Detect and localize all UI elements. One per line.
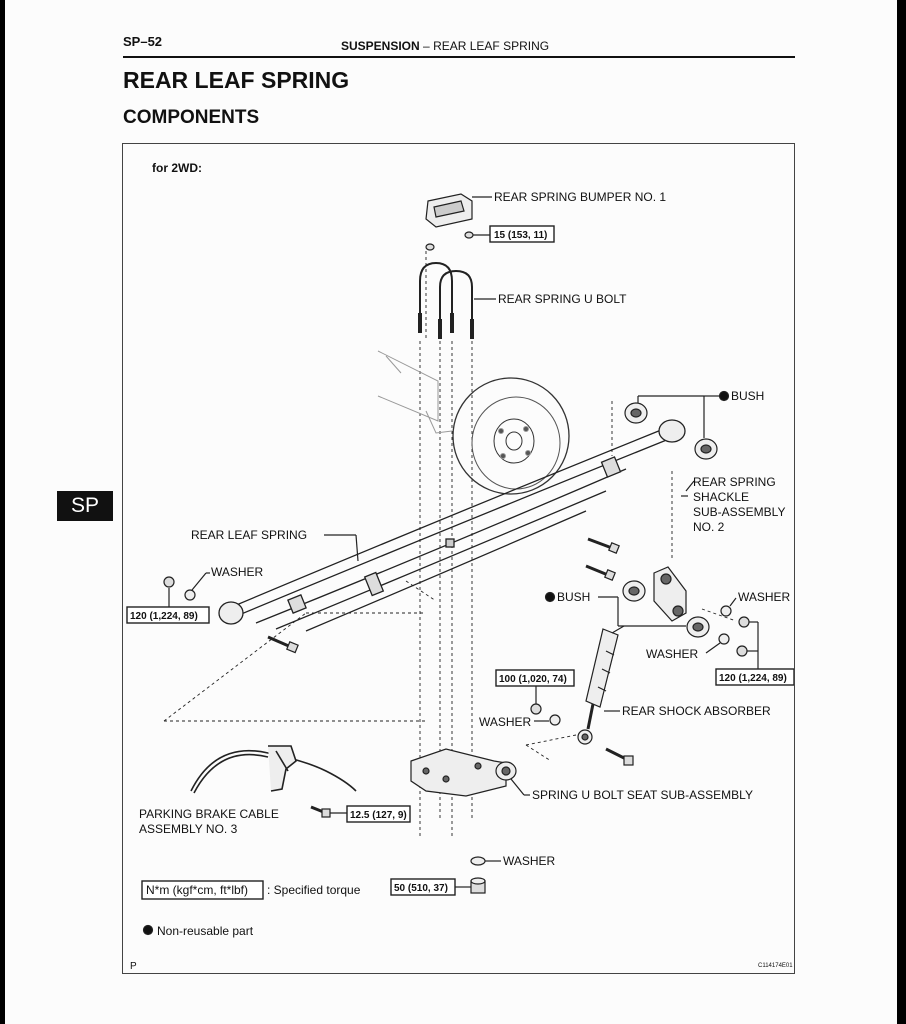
page-subtitle: COMPONENTS	[123, 107, 260, 128]
section-header: SUSPENSION – REAR LEAF SPRING	[341, 39, 549, 53]
legend-torque-text: : Specified torque	[267, 883, 361, 897]
axle-drum	[377, 350, 570, 495]
label-leaf-spring: REAR LEAF SPRING	[191, 528, 307, 542]
section-name: SUSPENSION	[341, 39, 420, 53]
spring-seat-part	[410, 748, 517, 797]
label-cable-1: PARKING BRAKE CABLE	[139, 807, 279, 821]
nonreusable-dot-bush-mid	[544, 591, 556, 603]
legend-torque-unit: N*m (kgf*cm, ft*lbf)	[146, 883, 248, 897]
label-shackle-1: REAR SPRING	[693, 475, 776, 489]
assembly-guides	[163, 251, 737, 836]
shackle-nut-top	[738, 616, 750, 628]
label-washer-center: WASHER	[479, 715, 532, 729]
label-cable-2: ASSEMBLY NO. 3	[139, 822, 238, 836]
torque-shock-top: 100 (1,020, 74)	[499, 674, 567, 685]
shackle-bolts	[585, 537, 613, 577]
torque-box-front	[126, 606, 210, 624]
washer-left-part	[184, 589, 196, 601]
figure-code: C114174E01	[758, 963, 793, 969]
section-tab: SP	[57, 491, 113, 521]
torque-cable: 12.5 (127, 9)	[350, 810, 407, 821]
torque-box-shock-top	[495, 669, 575, 687]
washer-bottom-part	[470, 856, 486, 866]
header-rule	[123, 56, 795, 58]
page-title: REAR LEAF SPRING	[123, 67, 350, 93]
torque-box-bumper	[489, 225, 555, 243]
label-washer-right-low: WASHER	[646, 647, 699, 661]
washer-right-top-part	[720, 605, 732, 617]
label-bush-mid: BUSH	[557, 590, 590, 604]
manual-page: SP–52 SUSPENSION – REAR LEAF SPRING REAR…	[5, 0, 897, 1024]
label-bumper: REAR SPRING BUMPER NO. 1	[494, 190, 666, 204]
components-diagram: for 2WD: REAR SPRING BUMPER NO. 1 15 (15…	[126, 161, 795, 972]
torque-box-cable	[346, 805, 411, 823]
shackle-part	[622, 566, 710, 638]
label-shackle-3: SUB-ASSEMBLY	[693, 505, 785, 519]
label-shock: REAR SHOCK ABSORBER	[622, 704, 771, 718]
section-separator: –	[423, 39, 430, 53]
bush-top-part	[624, 402, 718, 460]
shock-lower-bolt	[605, 747, 634, 766]
label-shackle-4: NO. 2	[693, 520, 725, 534]
torque-bottom: 50 (510, 37)	[394, 883, 448, 894]
torque-bumper: 15 (153, 11)	[494, 230, 547, 241]
label-shackle-2: SHACKLE	[693, 490, 749, 504]
washer-center-part	[549, 714, 561, 726]
footer-left: P	[130, 961, 137, 972]
leaf-spring-part	[218, 419, 686, 632]
subsection-name: REAR LEAF SPRING	[433, 39, 550, 53]
variant-label: for 2WD:	[152, 161, 202, 175]
label-washer-bottom: WASHER	[503, 854, 556, 868]
legend-torque-box	[141, 880, 264, 900]
label-washer-right-top: WASHER	[738, 590, 791, 604]
front-bolt	[267, 635, 299, 654]
legend-nonreusable-text: Non-reusable part	[157, 924, 254, 938]
torque-shackle: 120 (1,224, 89)	[719, 673, 787, 684]
label-washer-left: WASHER	[211, 565, 264, 579]
torque-front: 120 (1,224, 89)	[130, 611, 198, 622]
parking-brake-cable-part	[190, 745, 357, 794]
shackle-nut-low	[736, 645, 748, 657]
shock-absorber-part	[577, 625, 625, 745]
cable-bolt	[310, 805, 331, 818]
page-code: SP–52	[123, 34, 163, 49]
front-nut	[163, 576, 175, 588]
bumper-bolt	[464, 231, 474, 239]
torque-box-bottom	[390, 878, 456, 896]
washer-right-low-part	[718, 633, 730, 645]
label-seat: SPRING U BOLT SEAT SUB-ASSEMBLY	[532, 788, 753, 802]
shock-top-nut	[530, 703, 542, 715]
bottom-nut	[470, 877, 486, 894]
label-bush-top: BUSH	[731, 389, 764, 403]
nonreusable-dot-bush-top	[718, 390, 730, 402]
label-u-bolt: REAR SPRING U BOLT	[498, 292, 627, 306]
bumper-part	[425, 193, 473, 228]
u-bolt-part	[418, 261, 474, 339]
legend-nonreusable-dot	[142, 924, 154, 936]
bumper-nut	[425, 243, 435, 251]
diagram-frame: for 2WD: REAR SPRING BUMPER NO. 1 15 (15…	[122, 143, 795, 974]
